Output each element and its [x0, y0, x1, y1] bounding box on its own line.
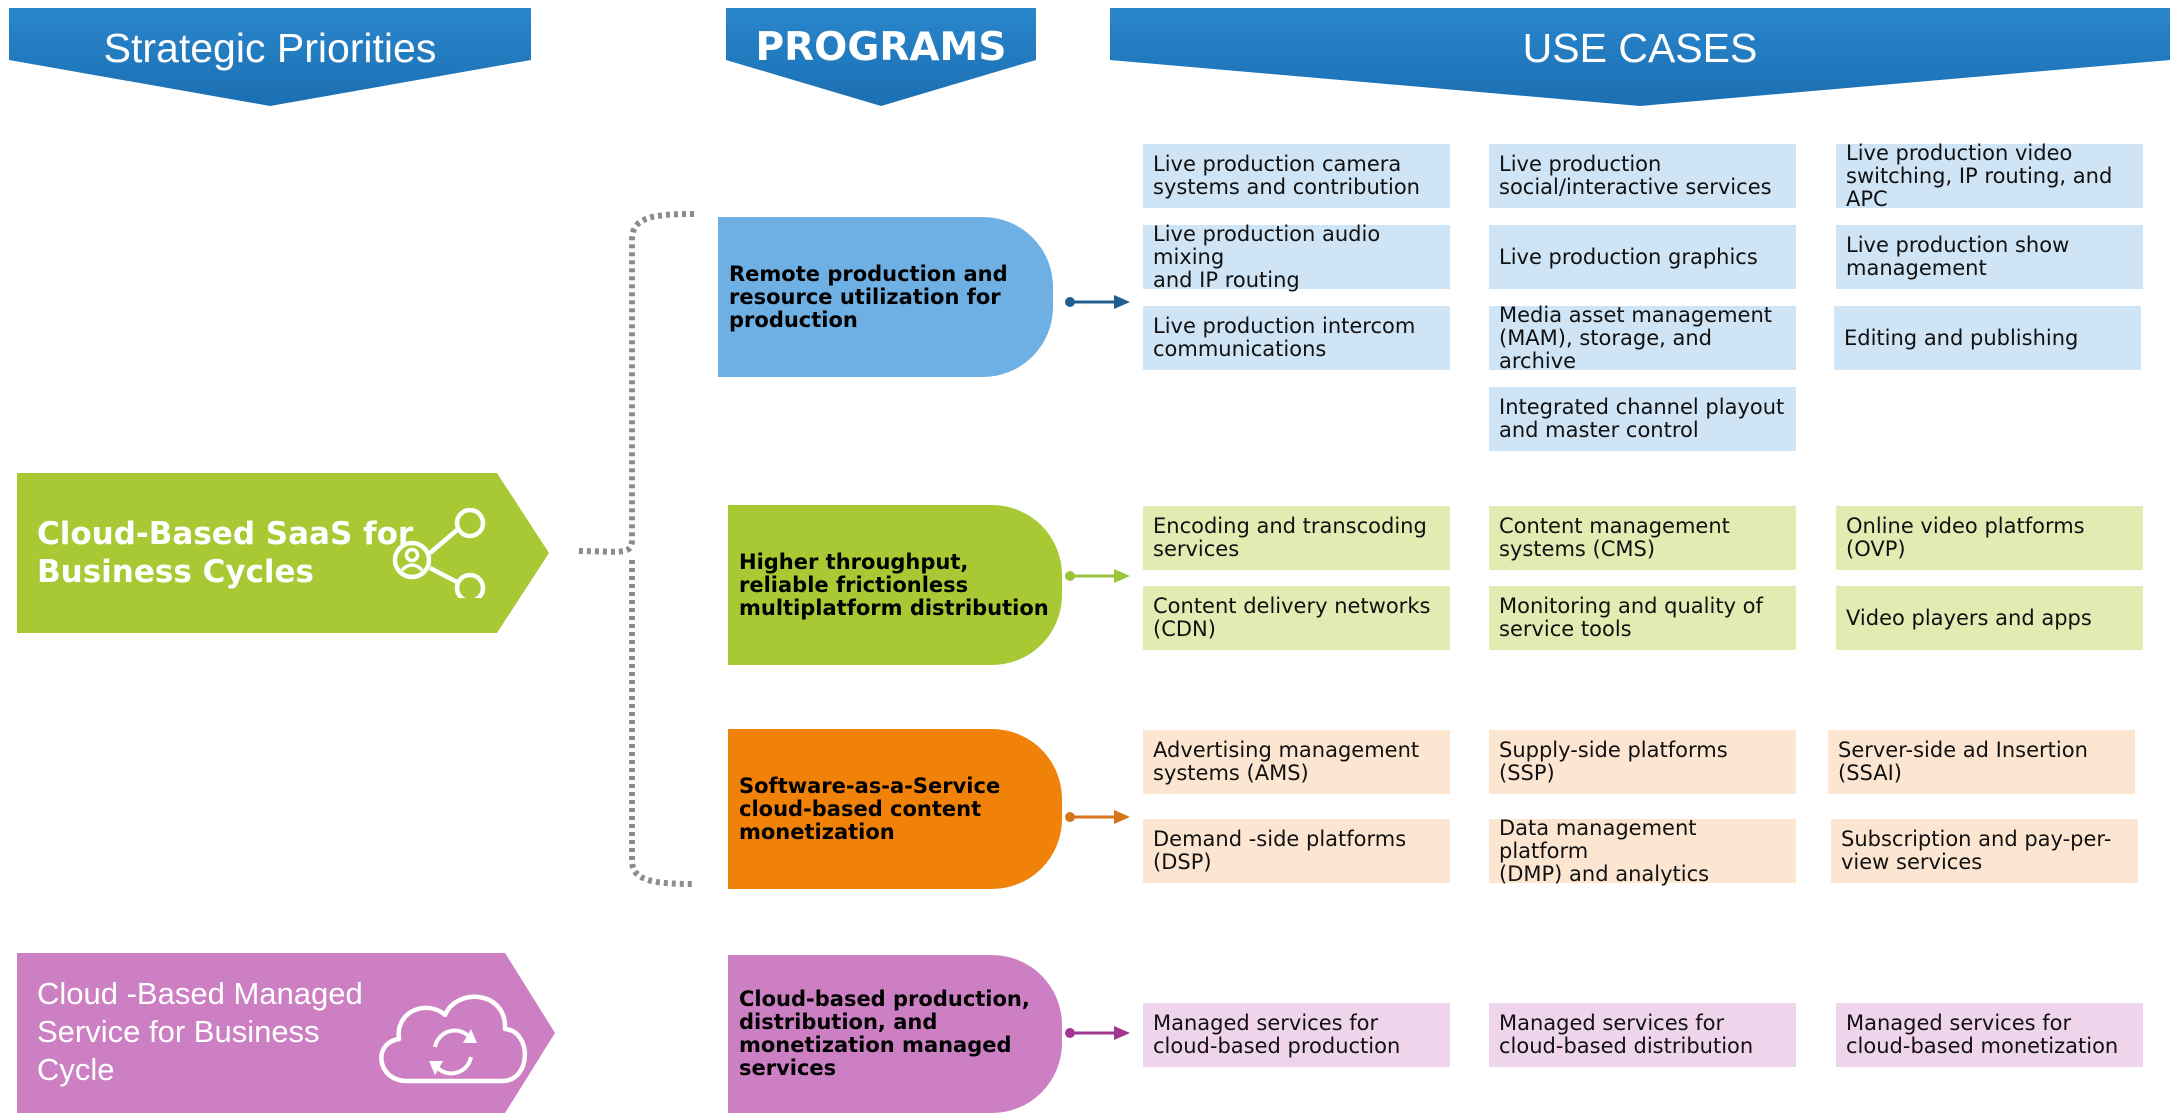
use-case: Online video platforms (OVP)	[1836, 506, 2143, 570]
use-case-label: Live production graphics	[1499, 244, 1758, 269]
use-case-label: Server-side ad Insertion (SSAI)	[1838, 738, 2088, 785]
use-case-label: Monitoring and quality of service tools	[1499, 594, 1763, 641]
use-case: Content management systems (CMS)	[1489, 506, 1796, 570]
use-case: Encoding and transcoding services	[1143, 506, 1450, 570]
banner-shape	[9, 8, 531, 106]
use-case: Live production camera systems and contr…	[1143, 144, 1450, 208]
priority-title-line: Cycle	[37, 1052, 115, 1087]
use-case: Managed services for cloud-based distrib…	[1489, 1003, 1796, 1067]
user-share-icon	[392, 508, 486, 598]
use-case-label: Live production intercom communications	[1153, 314, 1416, 361]
priority-cloud-saas: Cloud-Based SaaS for Business Cycles	[17, 473, 549, 633]
use-case: Live production graphics	[1489, 225, 1796, 289]
program-distribution: Higher throughput, reliable frictionless…	[728, 505, 1062, 665]
priority-title-line: Service for Business	[37, 1014, 320, 1049]
arrow-managed	[1065, 1026, 1130, 1040]
use-case: Data management platform (DMP) and analy…	[1489, 815, 1796, 886]
use-case-label: Encoding and transcoding services	[1153, 514, 1427, 561]
use-case: Media asset management (MAM), storage, a…	[1489, 302, 1796, 373]
program-monetization: Software-as-a-Service cloud-based conten…	[728, 729, 1062, 889]
strategic-priorities-title: Strategic Priorities	[103, 25, 437, 71]
use-case: Managed services for cloud-based product…	[1143, 1003, 1450, 1067]
cloud-sync-icon	[379, 994, 528, 1084]
use-case: Video players and apps	[1836, 586, 2143, 650]
pentagon-shape	[17, 953, 555, 1113]
use-case: Live production video switching, IP rout…	[1836, 140, 2143, 211]
use-case: Integrated channel playout and master co…	[1489, 387, 1796, 451]
use-case-label: Video players and apps	[1846, 605, 2092, 630]
arrow-distribution	[1065, 569, 1130, 583]
pentagon-shape	[17, 473, 549, 633]
use-case-label: Live production show management	[1846, 233, 2070, 280]
priority-title-line: Business Cycles	[37, 554, 315, 590]
use-cases-title: USE CASES	[1522, 25, 1758, 71]
use-case-label: Live production social/interactive servi…	[1499, 152, 1772, 199]
use-case: Server-side ad Insertion (SSAI)	[1828, 730, 2135, 794]
arrow-production	[1065, 295, 1130, 309]
use-case-label: Demand -side platforms (DSP)	[1153, 827, 1407, 874]
program-label: Cloud-based production, distribution, an…	[739, 987, 1030, 1080]
use-case: Live production intercom communications	[1143, 306, 1450, 370]
priority-title-line: Cloud-Based SaaS for	[37, 516, 414, 552]
use-case: Live production audio mixing and IP rout…	[1143, 221, 1450, 292]
programs-banner: PROGRAMS	[726, 8, 1036, 108]
program-managed-services: Cloud-based production, distribution, an…	[728, 955, 1062, 1113]
use-case-label: Managed services for cloud-based monetiz…	[1846, 1011, 2119, 1058]
use-case-label: Media asset management (MAM), storage, a…	[1499, 302, 1772, 373]
use-cases-banner: USE CASES	[1110, 8, 2170, 108]
banner-shape	[1110, 8, 2170, 106]
arrow-monetization	[1065, 810, 1130, 824]
use-case-label: Live production camera systems and contr…	[1153, 152, 1420, 199]
use-case-label: Supply-side platforms (SSP)	[1499, 738, 1728, 785]
dotted-bracket	[574, 211, 695, 887]
use-case-label: Integrated channel playout and master co…	[1499, 395, 1785, 442]
priority-title-line: Cloud -Based Managed	[37, 976, 363, 1011]
use-case-label: Online video platforms (OVP)	[1846, 514, 2085, 561]
use-case: Live production show management	[1836, 225, 2143, 289]
use-case: Supply-side platforms (SSP)	[1489, 730, 1796, 794]
use-case-label: Content management systems (CMS)	[1499, 514, 1730, 561]
use-case-label: Editing and publishing	[1844, 325, 2079, 350]
use-case-label: Live production audio mixing and IP rout…	[1153, 221, 1381, 292]
use-case: Managed services for cloud-based monetiz…	[1836, 1003, 2143, 1067]
use-case: Editing and publishing	[1834, 306, 2141, 370]
use-case: Demand -side platforms (DSP)	[1143, 819, 1450, 883]
use-case-label: Managed services for cloud-based distrib…	[1499, 1011, 1754, 1058]
program-remote-production: Remote production and resource utilizati…	[718, 217, 1053, 377]
use-case: Advertising management systems (AMS)	[1143, 730, 1450, 794]
use-case: Monitoring and quality of service tools	[1489, 586, 1796, 650]
use-case-label: Managed services for cloud-based product…	[1153, 1011, 1401, 1058]
priority-cloud-managed: Cloud -Based Managed Service for Busines…	[17, 953, 555, 1113]
program-label: Remote production and resource utilizati…	[729, 261, 1008, 332]
program-label: Software-as-a-Service cloud-based conten…	[739, 773, 1001, 844]
use-case: Subscription and pay-per- view services	[1831, 819, 2138, 883]
use-case-label: Live production video switching, IP rout…	[1846, 140, 2113, 211]
programs-title: PROGRAMS	[755, 25, 1007, 70]
strategic-priorities-banner: Strategic Priorities	[9, 8, 531, 108]
use-case-label: Content delivery networks (CDN)	[1153, 594, 1431, 641]
use-case: Content delivery networks (CDN)	[1143, 586, 1450, 650]
banner-shape	[726, 8, 1036, 106]
program-label: Higher throughput, reliable frictionless…	[739, 549, 1049, 620]
use-case-label: Advertising management systems (AMS)	[1153, 738, 1420, 785]
use-case-label: Subscription and pay-per- view services	[1841, 827, 2112, 874]
use-case-label: Data management platform (DMP) and analy…	[1499, 815, 1710, 886]
use-case: Live production social/interactive servi…	[1489, 144, 1796, 208]
